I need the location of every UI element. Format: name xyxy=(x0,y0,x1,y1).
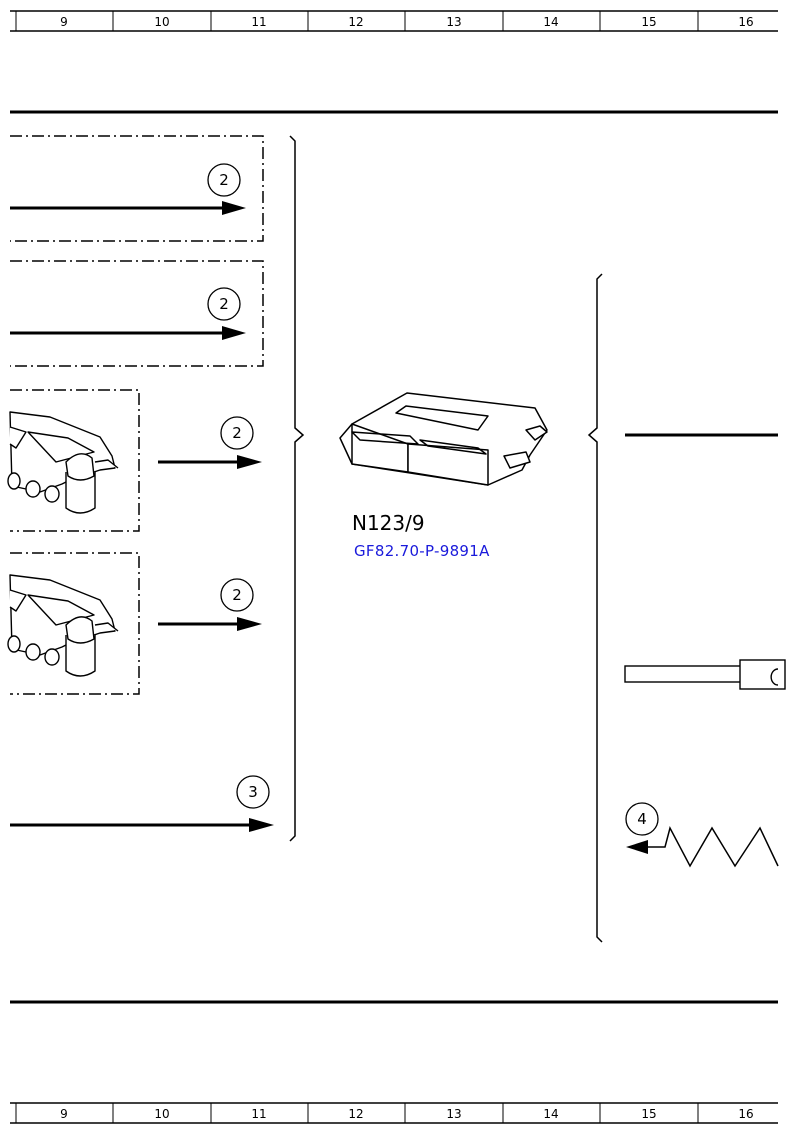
callout-4: 4 xyxy=(625,802,659,836)
ruler-top-label-16: 16 xyxy=(738,15,753,29)
ruler-bottom-label-13: 13 xyxy=(446,1107,461,1121)
ruler-top-label-11: 11 xyxy=(251,15,266,29)
ruler-bottom-label-16: 16 xyxy=(738,1107,753,1121)
ruler-bottom-label-15: 15 xyxy=(641,1107,656,1121)
ruler-top-label-12: 12 xyxy=(348,15,363,29)
svg-text:2: 2 xyxy=(219,171,229,189)
callout-2-c: 2 xyxy=(220,416,254,450)
right-output-brace xyxy=(587,273,603,943)
svg-text:4: 4 xyxy=(637,810,647,828)
output-component-connector xyxy=(624,659,786,690)
svg-text:2: 2 xyxy=(232,586,242,604)
svg-text:2: 2 xyxy=(219,295,229,313)
signal-box-1 xyxy=(10,135,264,242)
control-unit-box-4 xyxy=(7,552,140,695)
callout-2-a: 2 xyxy=(207,163,241,197)
ruler-top-label-13: 13 xyxy=(446,15,461,29)
signal-box-2 xyxy=(10,260,264,367)
component-code: N123/9 xyxy=(352,511,425,535)
ruler-bottom-label-9: 9 xyxy=(60,1107,68,1121)
control-unit-box-3 xyxy=(7,389,140,532)
ruler-top-label-14: 14 xyxy=(543,15,558,29)
svg-text:3: 3 xyxy=(248,783,258,801)
ruler-bottom-label-14: 14 xyxy=(543,1107,558,1121)
signal-arrow-3 xyxy=(158,455,262,469)
ruler-top-label-10: 10 xyxy=(154,15,169,29)
callout-3: 3 xyxy=(236,775,270,809)
component-reference-link[interactable]: GF82.70-P-9891A xyxy=(354,542,490,560)
ruler-bottom-label-12: 12 xyxy=(348,1107,363,1121)
sensor-signal-input xyxy=(626,825,779,868)
callout-2-b: 2 xyxy=(207,287,241,321)
left-input-brace xyxy=(289,135,305,842)
ruler-bottom-label-10: 10 xyxy=(154,1107,169,1121)
signal-arrow-5 xyxy=(10,818,274,832)
top-ruler: 9 10 11 12 13 14 15 16 xyxy=(10,10,778,32)
ruler-bottom-label-11: 11 xyxy=(251,1107,266,1121)
callout-2-d: 2 xyxy=(220,578,254,612)
svg-text:2: 2 xyxy=(232,424,242,442)
control-unit-n123-9 xyxy=(339,392,548,486)
ruler-top-label-15: 15 xyxy=(641,15,656,29)
signal-arrow-4 xyxy=(158,617,262,631)
bottom-ruler: 9 10 11 12 13 14 15 16 xyxy=(10,1102,778,1124)
ruler-top-label-9: 9 xyxy=(60,15,68,29)
